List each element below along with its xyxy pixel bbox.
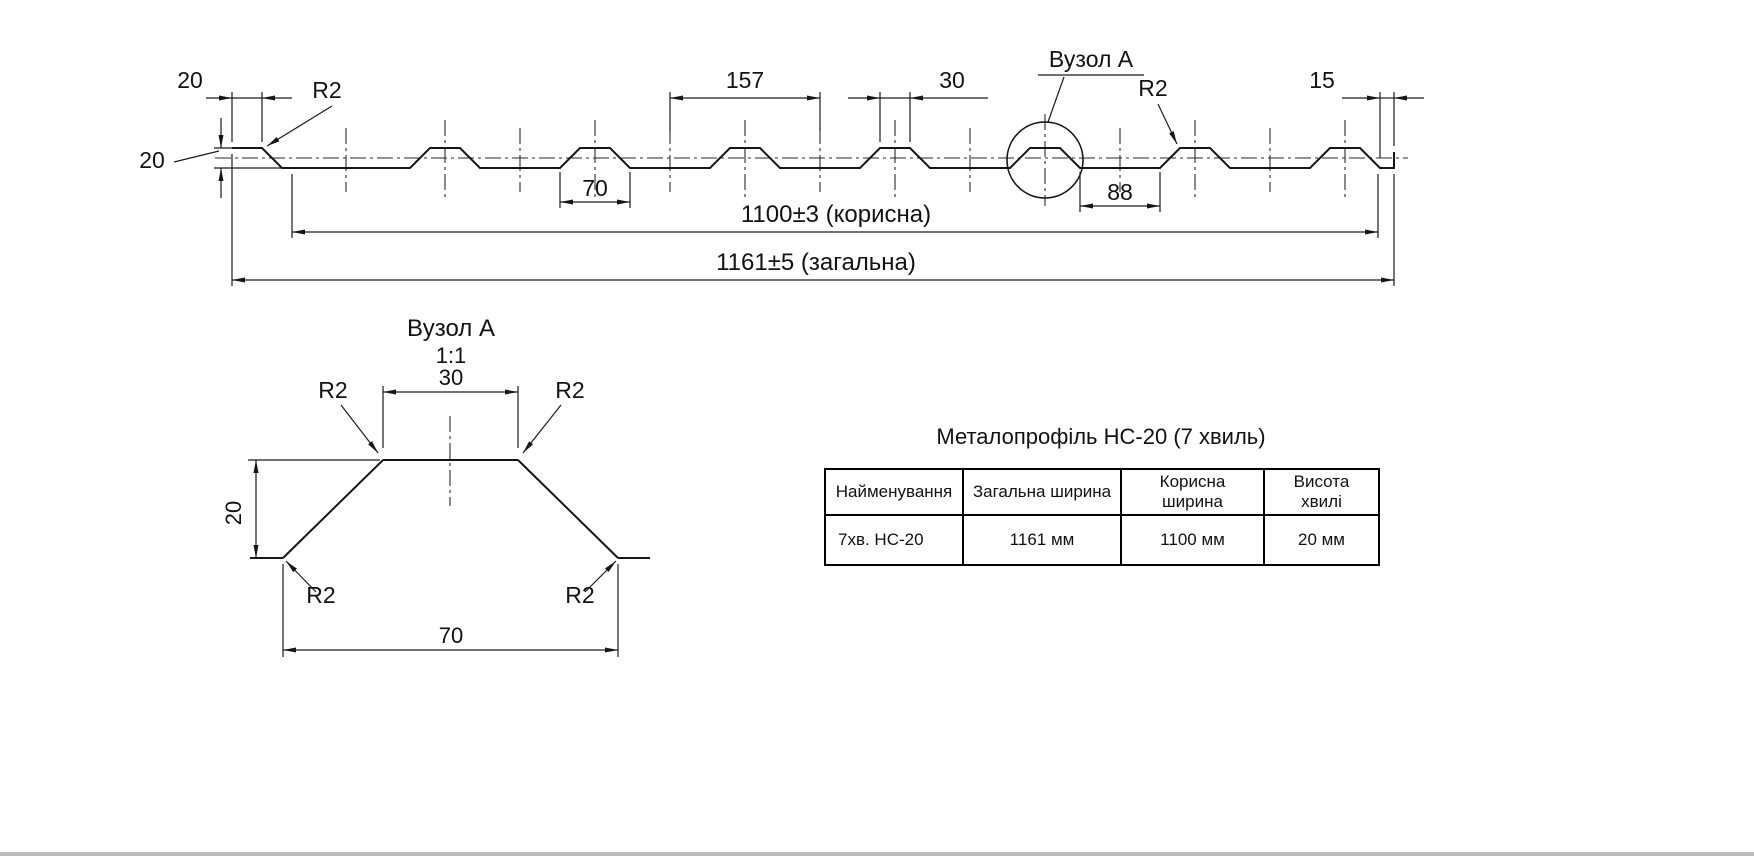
dim-edge-top: 20 [177, 67, 292, 142]
dim-text: 1161±5 (загальна) [716, 249, 916, 276]
dim-text: 1100±3 (корисна) [741, 201, 931, 228]
detail-radius-top-left: R2 [318, 377, 379, 454]
spec-table-title: Металопрофіль НС-20 (7 хвиль) [936, 424, 1266, 449]
wave-right-slope [517, 459, 619, 559]
bottom-border-strip [0, 852, 1754, 856]
spec-cell-useful-width: 1100 мм [1120, 514, 1265, 566]
dim-valley: 70 [559, 172, 631, 208]
spec-cell-wave-height: 20 мм [1263, 514, 1380, 566]
spec-data-row: 7хв. НС-20 1161 мм 1100 мм 20 мм [824, 514, 1380, 566]
dim-text: 88 [1107, 179, 1133, 205]
spec-header-wave-height: Висота хвилі [1263, 468, 1380, 516]
detail-scale: 1:1 [436, 343, 467, 368]
main-profile-view: 20 20 R2 157 70 [139, 46, 1424, 286]
dim-crest: 30 [848, 67, 988, 142]
dim-text: 15 [1309, 67, 1335, 93]
dim-text: 157 [726, 67, 764, 93]
spec-table: Найменування Загальна ширина Корисна шир… [824, 468, 1380, 566]
dim-text: 70 [582, 175, 608, 201]
radius-callout-right: R2 [1138, 75, 1178, 145]
leader-line [1157, 103, 1178, 145]
radius-callout-left: R2 [266, 77, 342, 147]
node-a-label: Вузол А [1049, 46, 1134, 72]
detail-dim-top: 30 [382, 365, 519, 448]
detail-radius-bottom-left: R2 [285, 560, 336, 608]
dim-text: 20 [139, 147, 165, 173]
spec-cell-name: 7хв. НС-20 [824, 514, 964, 566]
radius-text: R2 [306, 582, 335, 608]
callout-line [1047, 76, 1065, 123]
dim-height-left: 20 [139, 118, 286, 198]
radius-text: R2 [1138, 75, 1167, 101]
profile-outline [232, 147, 1395, 169]
dim-text: 70 [439, 623, 463, 648]
detail-dim-height: 20 [221, 459, 380, 558]
detail-radius-top-right: R2 [522, 377, 585, 454]
detail-title: Вузол А [407, 315, 495, 342]
dim-edge-right: 15 [1309, 67, 1424, 158]
dim-overall-width: 1161±5 (загальна) [231, 154, 1395, 286]
spec-cell-overall-width: 1161 мм [962, 514, 1122, 566]
spec-header-row: Найменування Загальна ширина Корисна шир… [824, 468, 1380, 516]
radius-text: R2 [565, 582, 594, 608]
dim-pitch: 157 [669, 67, 821, 130]
radius-text: R2 [312, 77, 341, 103]
radius-text: R2 [318, 377, 347, 403]
dim-text: 20 [221, 501, 246, 525]
node-a-callout: Вузол А [1038, 46, 1144, 123]
node-a-circle [1006, 121, 1084, 199]
radius-text: R2 [555, 377, 584, 403]
detail-radius-bottom-right: R2 [565, 560, 617, 608]
dim-text: 20 [177, 67, 203, 93]
leader-line [340, 404, 379, 454]
leader-line [173, 150, 220, 163]
dim-text: 30 [939, 67, 965, 93]
detail-wave-outline [250, 459, 650, 559]
leader-line [522, 404, 562, 454]
dim-88: 88 [1079, 172, 1161, 212]
dim-useful-width: 1100±3 (корисна) [291, 174, 1379, 238]
spec-header-useful-width: Корисна ширина [1120, 468, 1265, 516]
wave-left-slope [282, 459, 384, 559]
leader-line [584, 560, 617, 593]
detail-dim-bottom: 70 [282, 564, 619, 657]
dim-text: 30 [439, 365, 463, 390]
spec-header-overall-width: Загальна ширина [962, 468, 1122, 516]
leader-line [266, 105, 333, 147]
spec-header-name: Найменування [824, 468, 964, 516]
wave-centerlines [345, 114, 1346, 206]
leader-line [285, 560, 317, 593]
detail-view-node-a: Вузол А 1:1 30 R2 R2 [221, 315, 650, 657]
